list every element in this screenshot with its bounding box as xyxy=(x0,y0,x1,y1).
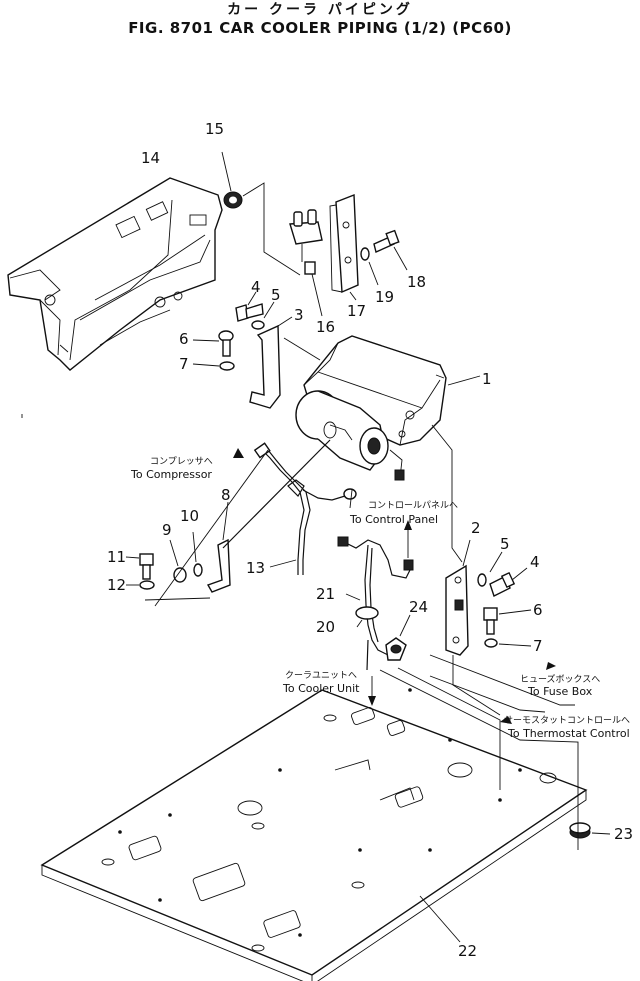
part-number-10: 10 xyxy=(180,507,199,525)
cooler-unit-label-en: To Cooler Unit xyxy=(282,682,360,695)
bolt-washer-18-19 xyxy=(360,229,408,286)
part-number-18: 18 xyxy=(407,273,426,291)
part-number-14: 14 xyxy=(141,149,160,167)
part-number-17: 17 xyxy=(347,302,366,320)
part-number-6: 6 xyxy=(179,330,189,348)
bracket-part-8 xyxy=(206,439,331,593)
part-number-7: 7 xyxy=(179,355,189,373)
frame-bracket-part xyxy=(7,177,223,371)
part-number-11: 11 xyxy=(107,548,126,566)
floor-plate-part xyxy=(40,688,588,981)
thermostat-label-en: To Thermostat Control xyxy=(507,727,630,740)
part-number-9: 9 xyxy=(162,521,172,539)
bracket-part-3 xyxy=(249,316,321,409)
part-number-19: 19 xyxy=(375,288,394,306)
compressor-label-jp: コンプレッサへ xyxy=(150,456,213,467)
part-number-callouts: 1 2 3 4 5 6 7 8 9 10 11 12 13 14 15 16 1… xyxy=(107,120,633,960)
part-number-6-right: 6 xyxy=(533,601,543,619)
thermostat-label-jp: サーモスタットコントロールへ xyxy=(504,715,630,726)
title-japanese: カー クーラ パイピング xyxy=(227,2,413,18)
hose-assembly xyxy=(253,442,357,575)
part-number-16: 16 xyxy=(316,318,335,336)
plate-part xyxy=(329,193,359,301)
grommet-part-23 xyxy=(569,822,611,839)
part-number-22: 22 xyxy=(458,942,477,960)
routing-lines xyxy=(21,414,579,850)
part-number-2: 2 xyxy=(471,519,481,537)
part-number-24: 24 xyxy=(409,598,428,616)
fuse-box-label-jp: ヒューズボックスへ xyxy=(520,673,600,685)
part-number-8: 8 xyxy=(221,486,231,504)
bracket-part-2 xyxy=(445,539,471,656)
compressor-label-en: To Compressor xyxy=(130,468,212,481)
part-number-23: 23 xyxy=(614,825,633,843)
part-number-15: 15 xyxy=(205,120,224,138)
switch-part xyxy=(289,209,323,317)
part-number-20: 20 xyxy=(316,618,335,636)
part-number-5: 5 xyxy=(271,286,281,304)
part-number-3: 3 xyxy=(294,306,304,324)
blower-motor-part xyxy=(295,390,405,481)
grommet-part xyxy=(221,151,301,276)
cooler-unit-label-jp: クーラユニットへ xyxy=(285,670,357,681)
fuse-box-label-en: To Fuse Box xyxy=(527,685,593,698)
title-english: FIG. 8701 CAR COOLER PIPING (1/2) (PC60) xyxy=(128,19,512,37)
part-number-7-right: 7 xyxy=(533,637,543,655)
part-number-13: 13 xyxy=(246,559,265,577)
part-number-4-right: 4 xyxy=(530,553,540,571)
part-number-5-right: 5 xyxy=(500,535,510,553)
bolts-right-group xyxy=(477,551,532,648)
bolts-upper-group xyxy=(192,291,275,371)
part-number-12: 12 xyxy=(107,576,126,594)
fasteners-left-group xyxy=(125,531,297,601)
destination-labels: コンプレッサへ To Compressor コントロールパネルへ To Cont… xyxy=(130,456,630,740)
control-panel-label-en: To Control Panel xyxy=(349,513,438,526)
control-panel-label-jp: コントロールパネルへ xyxy=(368,500,458,511)
part-number-4: 4 xyxy=(251,278,261,296)
figure-title: カー クーラ パイピング FIG. 8701 CAR COOLER PIPING… xyxy=(0,0,640,37)
part-number-21: 21 xyxy=(316,585,335,603)
wiring-harness xyxy=(337,528,414,671)
part-number-1: 1 xyxy=(482,370,492,388)
